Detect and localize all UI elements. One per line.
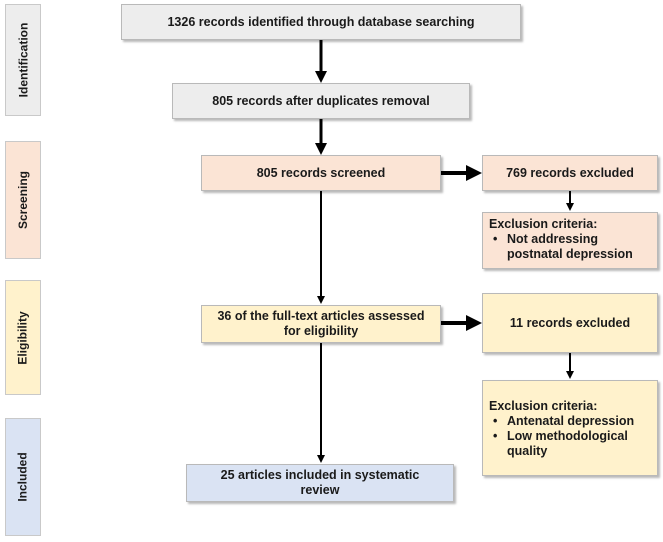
included-articles-box: 25 articles included in systematic revie… <box>186 464 454 502</box>
excluded-eligibility-box: 11 records excluded <box>482 293 658 353</box>
stage-identification: Identification <box>5 4 41 116</box>
exclusion-criteria-screening-box: Exclusion criteria: Not addressing postn… <box>482 212 658 269</box>
exclusion-criteria-screening-title: Exclusion criteria: <box>489 217 598 231</box>
after-duplicates-text: 805 records after duplicates removal <box>212 93 430 108</box>
exclusion-criteria-eligibility-list: Antenatal depression Low methodological … <box>489 414 651 459</box>
excluded-screening-box: 769 records excluded <box>482 155 658 191</box>
stage-included: Included <box>5 418 41 536</box>
screened-records-text: 805 records screened <box>256 165 386 180</box>
exclusion-criteria-eligibility-box: Exclusion criteria: Antenatal depression… <box>482 380 658 476</box>
stage-eligibility: Eligibility <box>5 280 41 395</box>
full-text-assessed-box: 36 of the full-text articles assessed fo… <box>201 305 441 343</box>
exclusion-criterion-item: Antenatal depression <box>493 414 651 429</box>
identified-records-box: 1326 records identified through database… <box>121 4 521 40</box>
exclusion-criteria-screening-list: Not addressing postnatal depression <box>489 232 651 262</box>
exclusion-criterion-item: Low methodological quality <box>493 429 651 459</box>
exclusion-criteria-eligibility-title: Exclusion criteria: <box>489 399 598 413</box>
full-text-assessed-line1: 36 of the full-text articles assessed <box>217 309 425 323</box>
after-duplicates-box: 805 records after duplicates removal <box>172 83 470 119</box>
excluded-eligibility-text: 11 records excluded <box>509 315 631 330</box>
full-text-assessed-line2: for eligibility <box>283 324 359 338</box>
screened-records-box: 805 records screened <box>201 155 441 191</box>
exclusion-criterion-item: Not addressing postnatal depression <box>493 232 651 262</box>
included-articles-line1: 25 articles included in systematic <box>220 468 420 482</box>
excluded-screening-text: 769 records excluded <box>506 165 634 180</box>
included-articles-line2: review <box>300 483 340 497</box>
identified-records-text: 1326 records identified through database… <box>167 14 475 29</box>
stage-screening: Screening <box>5 141 41 259</box>
